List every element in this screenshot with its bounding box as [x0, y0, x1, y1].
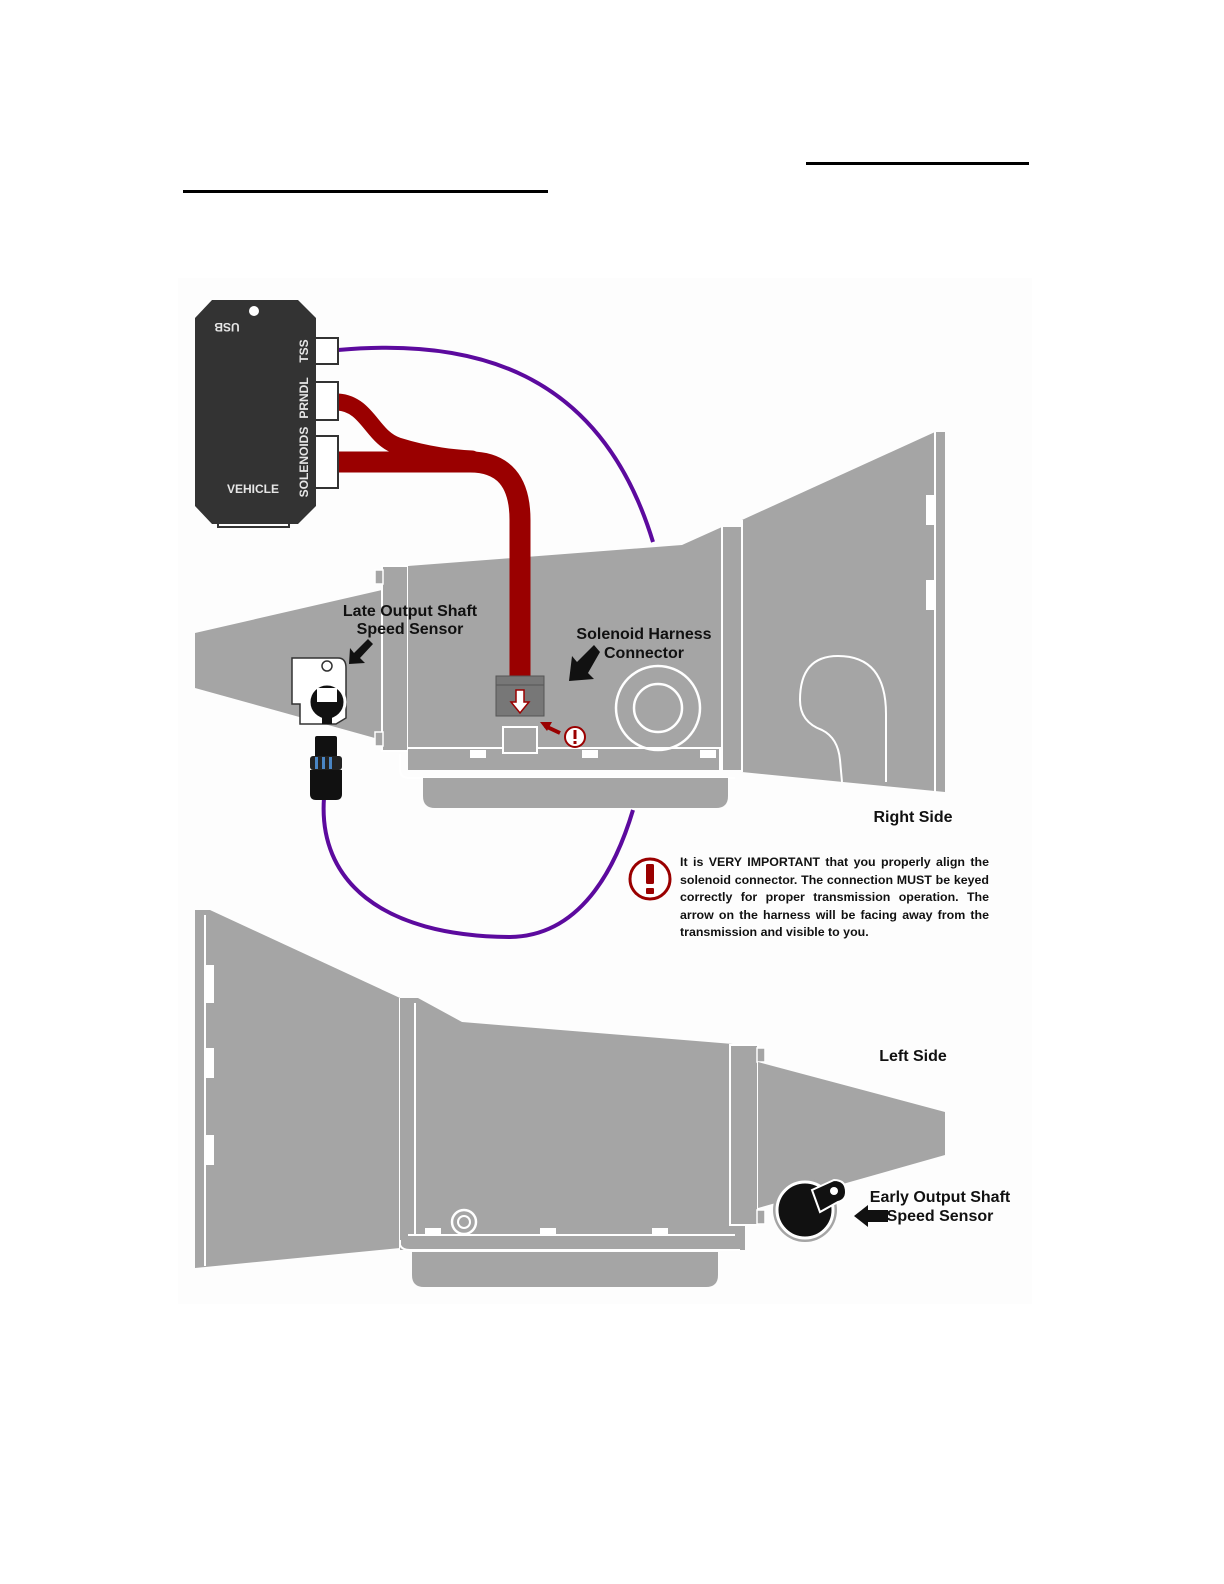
solenoid-arrow-icon — [569, 645, 600, 681]
tss-wire — [337, 345, 655, 543]
controller-body — [195, 300, 316, 524]
warning-message: It is VERY IMPORTANT that you properly a… — [680, 855, 989, 939]
early-oss-arrow-icon — [854, 1205, 888, 1227]
left-side-label: Left Side — [879, 1048, 947, 1065]
prndl-port-label: PRNDL — [297, 377, 311, 418]
case-boss-right — [614, 664, 702, 752]
solenoid-harness-label-line1: Solenoid Harness — [576, 626, 711, 643]
usb-port-label: USB — [214, 320, 240, 334]
main-case-right — [408, 527, 742, 770]
solenoid-harness — [338, 451, 531, 688]
late-oss-sensor — [291, 657, 347, 800]
mounting-hole — [249, 306, 259, 316]
vehicle-port-label: VEHICLE — [227, 482, 279, 496]
oss-wire — [321, 797, 635, 940]
solenoids-port — [314, 435, 339, 489]
early-oss-label-line1: Early Output Shaft — [870, 1189, 1011, 1206]
prndl-port — [314, 381, 339, 421]
tss-port — [314, 337, 339, 365]
warning-exclamation-icon — [628, 857, 672, 901]
solenoid-harness-label-line2: Connector — [604, 645, 684, 662]
oss-pigtail-plug — [315, 736, 337, 760]
tailshaft-left — [758, 1062, 945, 1208]
tailshaft-flange-left — [729, 1044, 759, 1226]
connector-alert — [540, 722, 586, 748]
left-side-transmission — [195, 910, 945, 1287]
keying-arrow-icon — [509, 689, 531, 715]
title-underline-right — [806, 162, 1029, 165]
controller-module: USB TSS PRNDL SOLENOIDS VEHICLE — [195, 300, 339, 528]
early-oss-sensor — [773, 1178, 848, 1242]
late-oss-arrow-icon — [349, 639, 373, 664]
solenoid-harness-connector — [495, 675, 545, 717]
oil-pan-right — [423, 778, 728, 808]
late-oss-label-line1: Late Output Shaft — [343, 603, 478, 620]
solenoids-port-label: SOLENOIDS — [297, 427, 311, 498]
tailshaft-flange-right — [381, 565, 409, 752]
title-underline-left — [183, 190, 548, 193]
bellhousing-left — [195, 910, 400, 1268]
bellhousing-right — [742, 432, 945, 792]
tss-port-label: TSS — [297, 339, 311, 362]
solenoid-connector-socket — [502, 726, 538, 754]
right-side-transmission — [195, 432, 945, 808]
right-side-label: Right Side — [873, 809, 952, 826]
late-oss-label-line2: Speed Sensor — [357, 621, 464, 638]
main-case-left — [400, 998, 745, 1250]
early-oss-label-line2: Speed Sensor — [887, 1208, 994, 1225]
oil-pan-left — [412, 1252, 718, 1287]
